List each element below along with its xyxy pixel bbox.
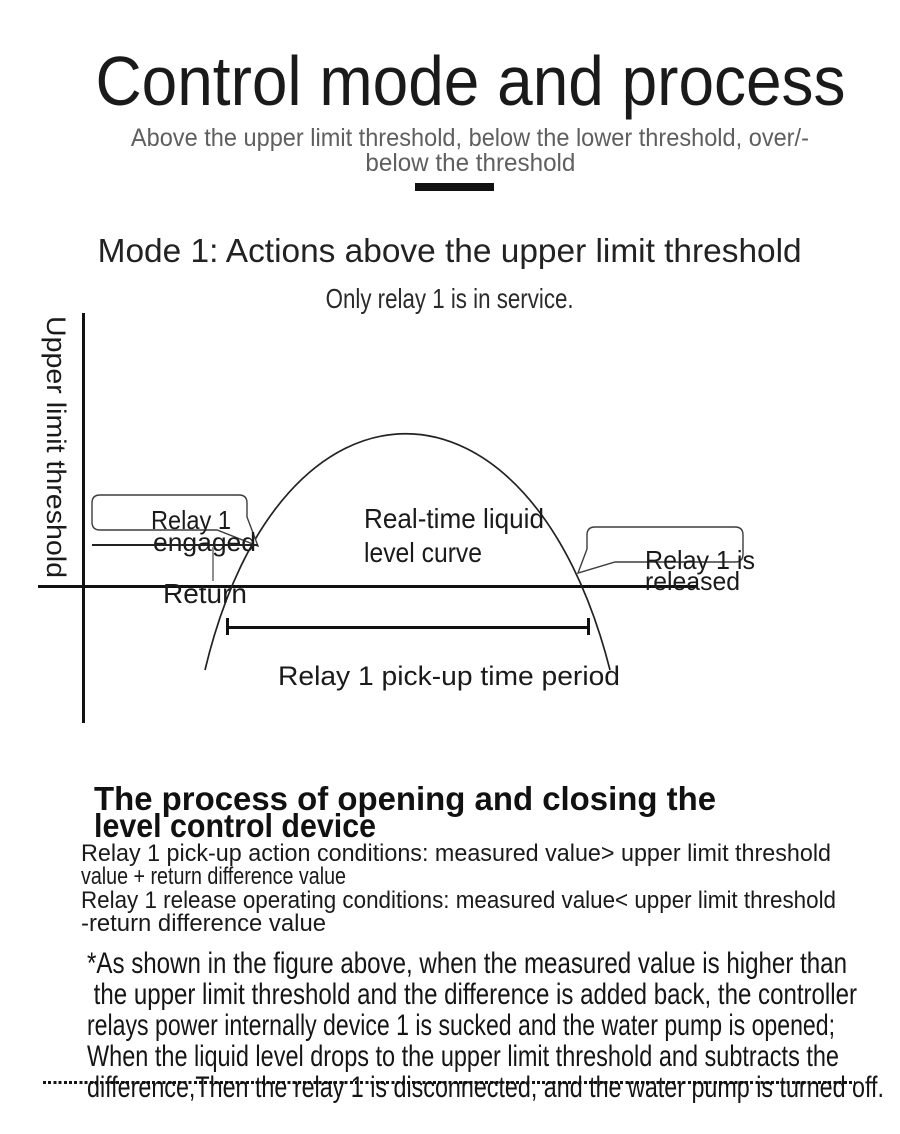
engaged-callout-line1: Relay 1 <box>151 505 232 535</box>
mode-heading-row: Mode 1: Actions above the upper limit th… <box>0 234 900 267</box>
return-tick <box>212 547 214 581</box>
curve-label-line2: level curve <box>363 537 482 568</box>
released-callout-row-2: released <box>602 542 745 620</box>
page-subtitle-row-2: below the threshold <box>20 151 900 176</box>
y-axis-label: Upper limit threshold <box>41 316 71 578</box>
released-callout-line2: released <box>645 566 741 596</box>
page-header: Control mode and process Above the upper… <box>20 0 900 1113</box>
title-divider <box>415 183 494 191</box>
page-subtitle-row-1: Above the upper limit threshold, below t… <box>20 126 900 151</box>
y-axis-line <box>82 313 85 723</box>
mode-heading: Mode 1: Actions above the upper limit th… <box>98 232 802 269</box>
condition-line: Relay 1 pick-up action conditions: measu… <box>54 818 852 890</box>
condition-line: value + return difference value <box>54 841 404 913</box>
condition-line4-text: -return difference value <box>80 910 326 937</box>
note-line: the upper limit threshold and the differ… <box>54 950 900 1040</box>
pickup-bracket-label: Relay 1 pick-up time period <box>278 661 621 691</box>
page-title: Control mode and process <box>95 42 845 120</box>
process-heading-line2: level control device <box>93 807 376 844</box>
engaged-callout-row-1: Relay 1 <box>108 481 240 559</box>
condition-line2-text: value + return difference value <box>80 863 346 890</box>
pickup-bracket-tick-right <box>587 618 590 635</box>
process-heading-row-2: level control device <box>57 776 400 875</box>
released-callout-line1: Relay 1 is <box>645 545 756 575</box>
curve-label-row-2: level curve <box>317 511 498 595</box>
mode-subheading-row: Only relay 1 is in service. <box>0 285 900 313</box>
note-line4-text: When the liquid level drops to the upper… <box>87 1040 840 1073</box>
page-subtitle-line2: below the threshold <box>365 149 575 177</box>
pickup-bracket-label-row: Relay 1 pick-up time period <box>233 636 620 717</box>
note-line: When the liquid level drops to the upper… <box>54 1012 900 1102</box>
note-line2-text: the upper limit threshold and the differ… <box>87 978 858 1011</box>
note-line3-text: relays power internally device 1 is suck… <box>87 1009 836 1042</box>
bottom-divider <box>43 1081 855 1085</box>
y-axis-label-box: Upper limit threshold <box>41 316 71 578</box>
released-callout-row-1: Relay 1 is <box>602 521 760 599</box>
return-label: Return <box>162 578 247 609</box>
curve-label-row-1: Real-time liquid <box>317 477 557 561</box>
condition-line3-text: Relay 1 release operating conditions: me… <box>80 887 836 914</box>
engaged-callout-row-2: engaged <box>110 503 257 581</box>
note-line: relays power internally device 1 is suck… <box>54 981 900 1071</box>
condition-line: -return difference value <box>54 888 327 960</box>
mode-subheading: Only relay 1 is in service. <box>326 283 574 314</box>
process-heading-line1: The process of opening and closing the <box>93 780 716 817</box>
note-line1-text: *As shown in the figure above, when the … <box>87 947 848 980</box>
note-line: *As shown in the figure above, when the … <box>54 919 900 1009</box>
note-line5-text: difference,Then the relay 1 is disconnec… <box>87 1071 885 1104</box>
page-subtitle-line1: Above the upper limit threshold, below t… <box>130 124 809 152</box>
pickup-bracket-tick-left <box>226 618 229 635</box>
process-heading-row-1: The process of opening and closing the <box>57 749 717 848</box>
return-threshold-line <box>92 544 258 546</box>
level-control-diagram: Upper limit threshold Relay 1 engaged Re… <box>38 313 760 723</box>
curve-label-line1: Real-time liquid <box>363 503 544 534</box>
page-title-row: Control mode and process <box>20 46 900 116</box>
condition-line: Relay 1 release operating conditions: me… <box>54 865 890 937</box>
note-line: difference,Then the relay 1 is disconnec… <box>54 1043 900 1133</box>
condition-line1-text: Relay 1 pick-up action conditions: measu… <box>80 840 831 867</box>
engaged-callout-line2: engaged <box>153 527 257 557</box>
pickup-bracket-line <box>227 626 589 629</box>
return-label-row: Return <box>116 552 247 636</box>
